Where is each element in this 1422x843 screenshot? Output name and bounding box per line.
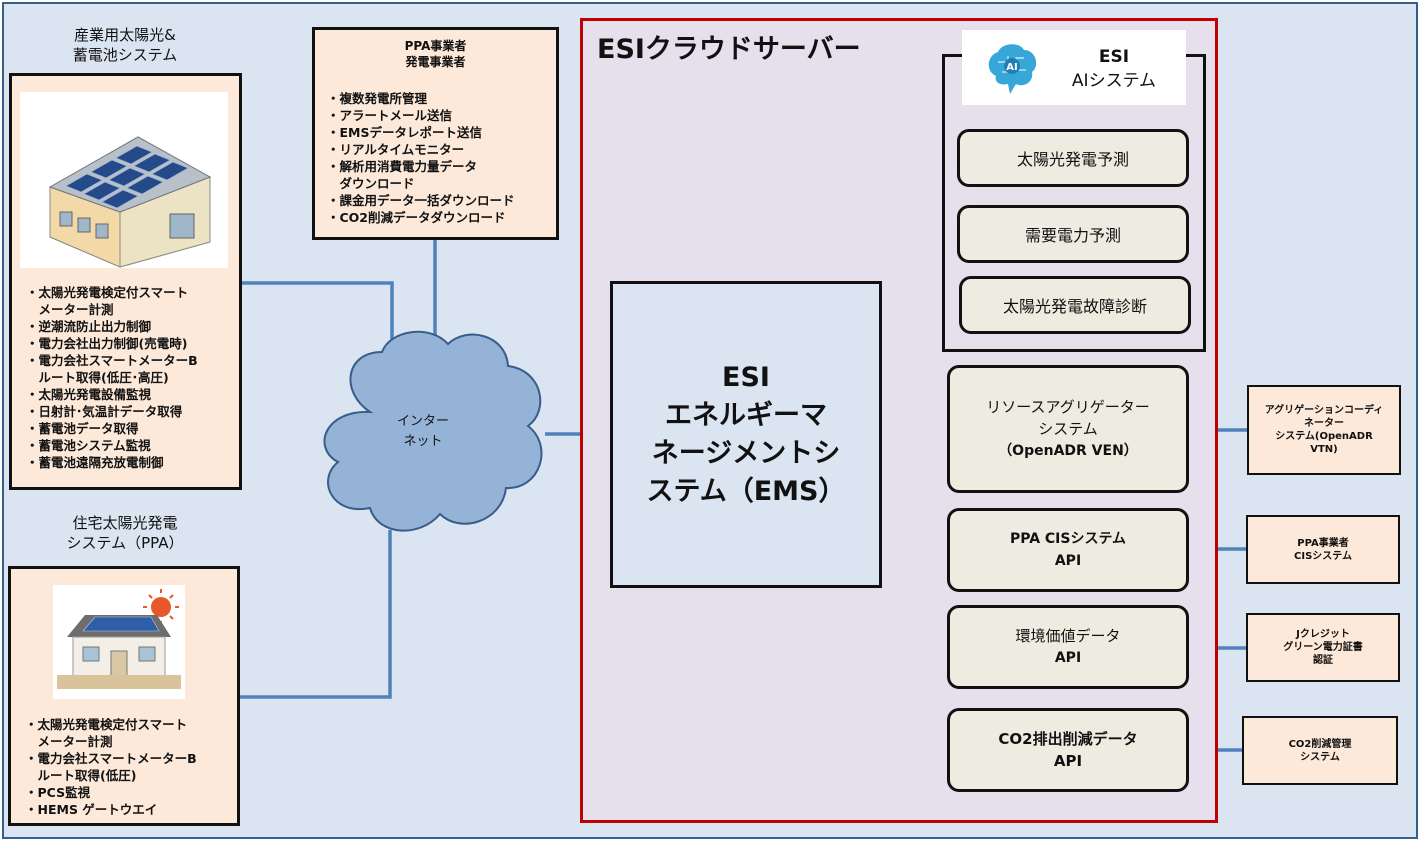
list-item: メーター計測 xyxy=(25,734,113,749)
industrial-feature-list: ・太陽光発電検定付スマート メーター計測 ・逆潮流防止出力制御 ・電力会社出力制… xyxy=(26,284,198,471)
industrial-box: ・太陽光発電検定付スマート メーター計測 ・逆潮流防止出力制御 ・電力会社出力制… xyxy=(9,73,242,490)
ppa-operator-title: PPA事業者発電事業者 xyxy=(404,39,467,69)
ai-demand-forecast: 需要電力予測 xyxy=(957,205,1189,263)
list-item: ・CO2削減データダウンロード xyxy=(327,210,506,225)
list-item: ・電力会社スマートメーターB xyxy=(26,353,198,368)
industrial-title: 産業用太陽光&蓄電池システム xyxy=(72,26,178,64)
list-item: ・蓄電池遠隔充放電制御 xyxy=(26,455,164,470)
ai-solar-forecast: 太陽光発電予測 xyxy=(957,129,1189,187)
list-item: ・リアルタイムモニター xyxy=(327,142,465,157)
external-co2-management: CO2削減管理システム xyxy=(1242,716,1398,785)
list-item: ・EMSデータレポート送信 xyxy=(327,125,482,140)
internet-label: インターネット xyxy=(396,414,449,449)
ppa-operator-box: PPA事業者発電事業者 ・複数発電所管理 ・アラートメール送信 ・EMSデータレ… xyxy=(312,27,559,240)
residential-feature-list: ・太陽光発電検定付スマート メーター計測 ・電力会社スマートメーターB ルート取… xyxy=(25,716,197,818)
residential-box: ・太陽光発電検定付スマート メーター計測 ・電力会社スマートメーターB ルート取… xyxy=(8,566,240,826)
list-item: ・太陽光発電検定付スマート xyxy=(26,285,189,300)
list-item: ルート取得(低圧) xyxy=(25,768,137,783)
resource-aggregator-module: リソースアグリゲーターシステム（OpenADR VEN） xyxy=(947,365,1189,493)
ai-brain-icon: AI xyxy=(988,44,1037,94)
list-item: ・逆潮流防止出力制御 xyxy=(26,319,152,334)
external-jcredit-certification: Jクレジットグリーン電力証書認証 xyxy=(1246,613,1400,682)
list-item: ダウンロード xyxy=(327,176,415,191)
list-item: ・解析用消費電力量データ xyxy=(327,159,478,174)
list-item: ・課金用データ一括ダウンロード xyxy=(327,193,515,208)
list-item: ・太陽光発電設備監視 xyxy=(26,387,152,402)
list-item: ・アラートメール送信 xyxy=(327,108,453,123)
ppa-feature-list: ・複数発電所管理 ・アラートメール送信 ・EMSデータレポート送信 ・リアルタイ… xyxy=(327,90,515,226)
list-item: ルート取得(低圧･高圧) xyxy=(26,370,169,385)
house-solar-image xyxy=(53,585,185,699)
factory-solar-image xyxy=(20,92,228,268)
svg-text:AI: AI xyxy=(1006,62,1017,73)
internet-cloud-icon xyxy=(323,330,543,532)
list-item: ・蓄電池データ取得 xyxy=(26,421,139,436)
ai-fault-diagnosis: 太陽光発電故障診断 xyxy=(959,276,1191,334)
cloud-server-title: ESIクラウドサーバー xyxy=(597,34,861,65)
list-item: ・HEMS ゲートウエイ xyxy=(25,802,158,817)
list-item: ・電力会社出力制御(売電時) xyxy=(26,336,188,351)
list-item: ・太陽光発電検定付スマート xyxy=(25,717,188,732)
list-item: メーター計測 xyxy=(26,302,114,317)
residential-title: 住宅太陽光発電システム（PPA） xyxy=(66,514,184,552)
list-item: ・電力会社スマートメーターB xyxy=(25,751,197,766)
list-item: ・PCS監視 xyxy=(25,785,91,800)
connector-residential-internet xyxy=(238,530,392,699)
sun-icon xyxy=(151,597,171,617)
list-item: ・日射計･気温計データ取得 xyxy=(26,404,183,419)
list-item: ・複数発電所管理 xyxy=(327,91,428,106)
list-item: ・蓄電池システム監視 xyxy=(26,438,151,453)
connector-industrial-internet xyxy=(242,281,394,350)
